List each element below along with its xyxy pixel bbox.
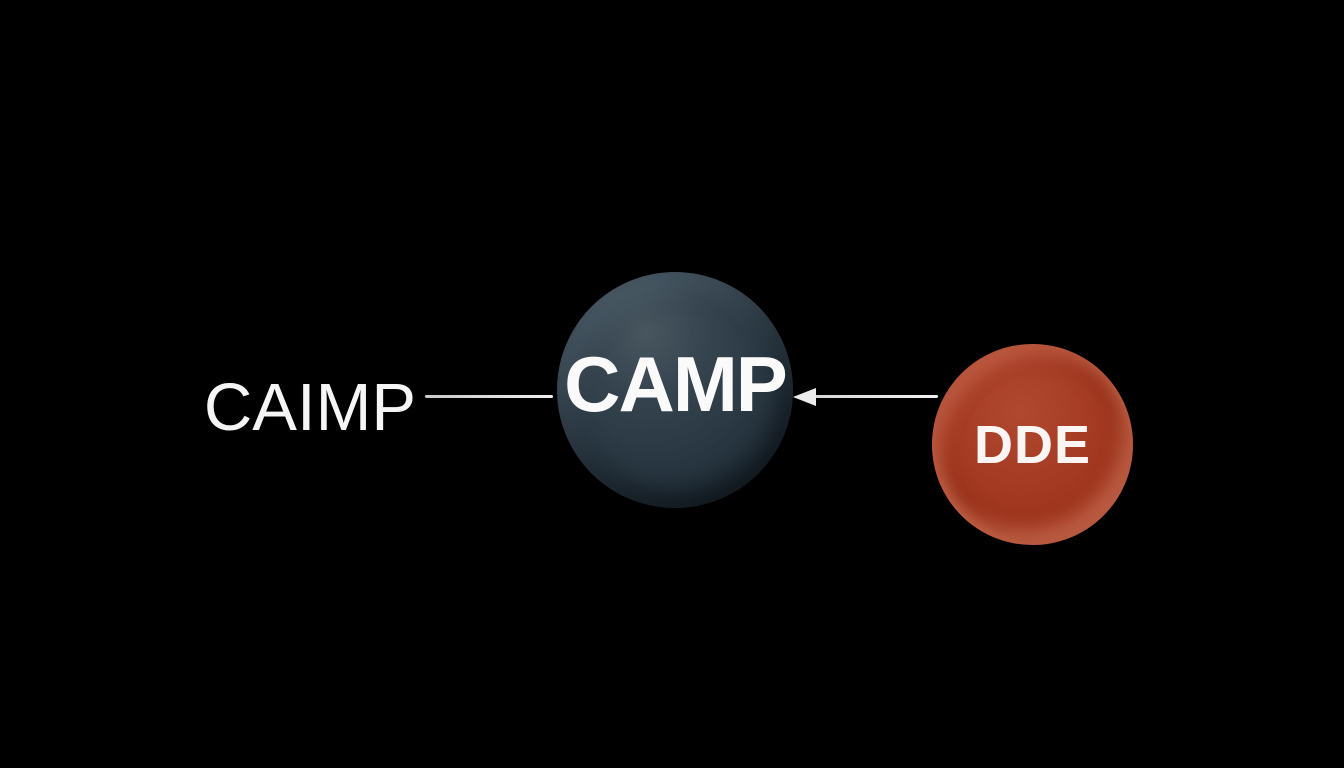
connector-line xyxy=(425,395,553,398)
center-node-label: CAMP xyxy=(564,339,788,428)
center-node: CAMP xyxy=(557,272,793,508)
left-label: CAIMP xyxy=(203,370,417,445)
right-node-label: DDE xyxy=(973,414,1091,475)
arrow-left-icon xyxy=(793,388,816,406)
right-node: DDE xyxy=(932,344,1133,545)
arrow-shaft xyxy=(811,395,938,398)
